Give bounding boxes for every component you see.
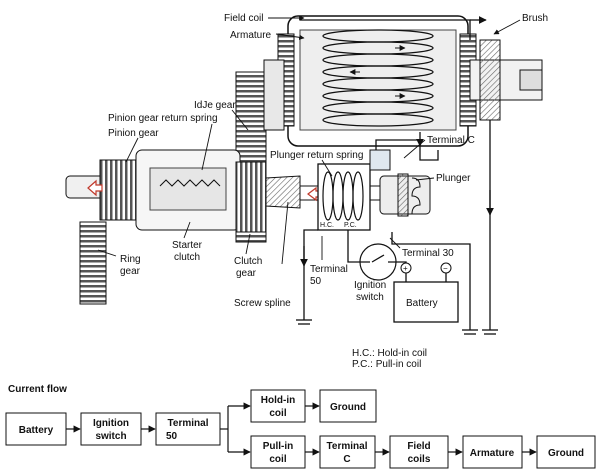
flow-box-pull-in-coil: Pull-in coil bbox=[250, 435, 306, 469]
label-field-coil: Field coil bbox=[224, 13, 263, 24]
flow-box-armature-text: Armature bbox=[470, 448, 515, 459]
flow-box-holdin-line1: Hold-in bbox=[261, 395, 295, 406]
label-terminal-30: Terminal 30 bbox=[402, 248, 454, 259]
flow-box-terminalc-line2: C bbox=[343, 454, 350, 465]
current-flow-title: Current flow bbox=[8, 384, 67, 395]
flow-box-field-coils: Field coils bbox=[389, 435, 449, 469]
field-coil-wiring bbox=[300, 16, 498, 335]
flow-box-battery-text: Battery bbox=[19, 425, 54, 436]
pinion-spring-coils bbox=[159, 179, 221, 187]
flow-box-ignition-switch: Ignition switch bbox=[80, 412, 142, 446]
flow-box-terminalc-line1: Terminal bbox=[327, 441, 368, 452]
flow-box-ground-bottom-text: Ground bbox=[548, 448, 584, 459]
label-terminal-50-line1: Terminal bbox=[310, 264, 348, 275]
battery-symbol bbox=[393, 262, 459, 323]
flow-box-ground-top-text: Ground bbox=[330, 402, 366, 413]
pinion-direction-arrow bbox=[87, 179, 103, 197]
legend-pull-in-coil: P.C.: Pull-in coil bbox=[352, 359, 421, 370]
label-ring-gear-line1: Ring bbox=[120, 254, 141, 265]
label-idle-gear: IdJe gear bbox=[194, 100, 236, 111]
flow-box-hold-in-coil: Hold-in coil bbox=[250, 389, 306, 423]
flow-box-terminal-50: Terminal 50 bbox=[155, 412, 221, 446]
motor-housing bbox=[277, 15, 477, 147]
ignition-switch-ring bbox=[359, 243, 397, 281]
flow-box-ground-bottom: Ground bbox=[536, 435, 596, 469]
plunger bbox=[379, 173, 431, 217]
flow-box-armature: Armature bbox=[462, 435, 523, 469]
flow-box-ignition-line2: switch bbox=[95, 431, 126, 442]
label-battery-minus: − bbox=[443, 264, 448, 273]
flow-box-ignition-line1: Ignition bbox=[93, 418, 129, 429]
ring-gear bbox=[79, 221, 107, 305]
label-screw-spline: Screw spline bbox=[234, 298, 291, 309]
flow-box-ground-top: Ground bbox=[319, 389, 377, 423]
label-pinion-return-spring: Pinion gear return spring bbox=[108, 113, 218, 124]
label-starter-clutch-line1: Starter bbox=[172, 240, 203, 251]
flow-box-holdin-line2: coil bbox=[269, 408, 286, 419]
label-battery: Battery bbox=[406, 298, 438, 309]
flow-arrows bbox=[66, 402, 537, 456]
label-pinion-gear: Pinion gear bbox=[108, 128, 159, 139]
label-terminal-c: Terminal C bbox=[427, 135, 475, 146]
label-brush: Brush bbox=[522, 13, 548, 24]
label-clutch-gear-line2: gear bbox=[236, 268, 257, 279]
label-battery-plus: + bbox=[403, 264, 408, 273]
label-starter-clutch-line2: clutch bbox=[174, 252, 200, 263]
label-ignition-switch-line1: Ignition bbox=[354, 280, 386, 291]
label-terminal-50-line2: 50 bbox=[310, 276, 322, 287]
flow-box-terminal50-line2: 50 bbox=[166, 431, 178, 442]
legend-hold-in-coil: H.C.: Hold-in coil bbox=[352, 348, 427, 359]
leader-lines bbox=[97, 15, 521, 265]
label-pc-mark: P.C. bbox=[344, 222, 357, 229]
solenoid bbox=[317, 139, 420, 231]
label-clutch-gear-line1: Clutch bbox=[234, 256, 262, 267]
pinion-shaft bbox=[65, 149, 411, 233]
flow-box-field-line1: Field bbox=[407, 441, 430, 452]
armature-coil bbox=[322, 29, 434, 127]
label-plunger: Plunger bbox=[436, 173, 471, 184]
terminal-wiring bbox=[296, 229, 478, 335]
label-armature: Armature bbox=[230, 30, 272, 41]
label-hc-mark: H.C. bbox=[320, 222, 334, 229]
flow-box-terminal-c: Terminal C bbox=[319, 435, 376, 469]
label-ignition-switch-line2: switch bbox=[356, 292, 384, 303]
flow-box-pullin-line1: Pull-in bbox=[263, 441, 294, 452]
flow-box-field-line2: coils bbox=[408, 454, 431, 465]
label-ring-gear-line2: gear bbox=[120, 266, 141, 277]
flow-box-battery: Battery bbox=[5, 412, 67, 446]
flow-box-pullin-line2: coil bbox=[269, 454, 286, 465]
label-plunger-return-spring: Plunger return spring bbox=[270, 150, 363, 161]
flow-box-terminal50-line1: Terminal bbox=[168, 418, 209, 429]
armature-current-arrows bbox=[349, 45, 406, 99]
brush-assembly bbox=[469, 39, 543, 121]
